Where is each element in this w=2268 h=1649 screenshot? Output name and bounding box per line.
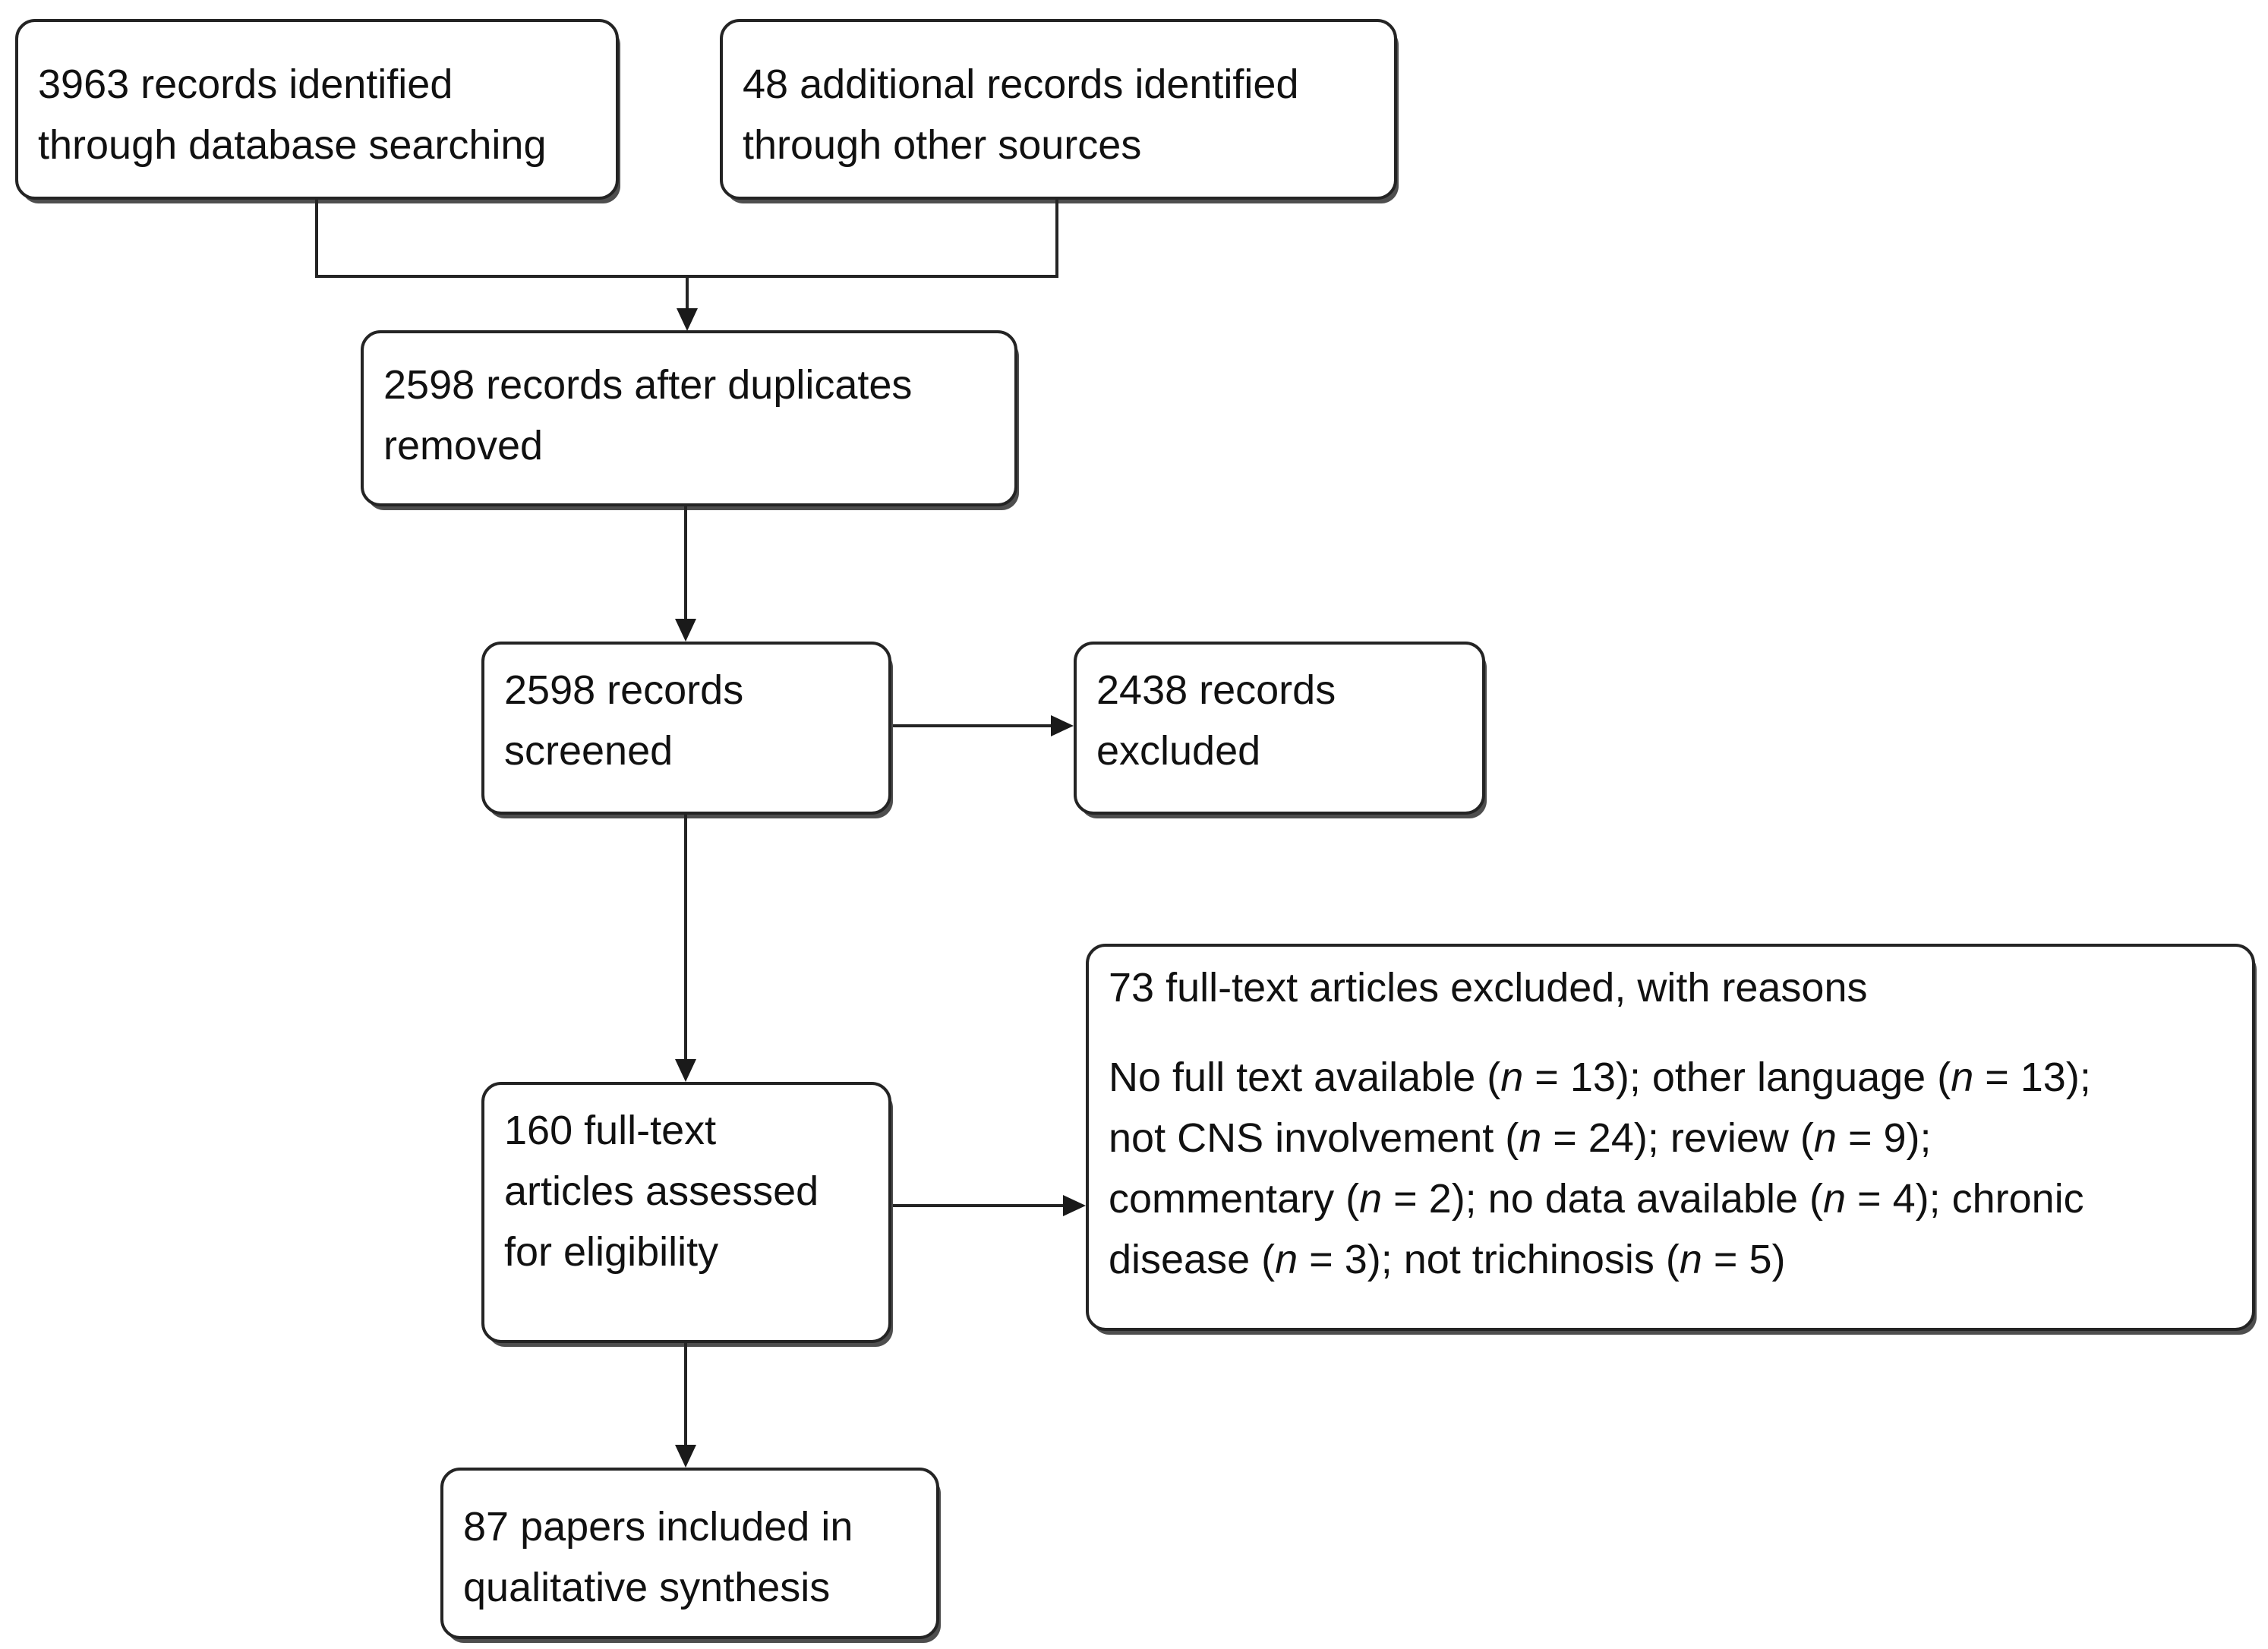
flow-box-records-identified-database: 3963 records identified through database… — [15, 19, 619, 200]
connector-to-duplicates-box — [686, 275, 689, 310]
exclusion-reason-line: commentary (n = 2); no data available (n… — [1109, 1176, 2084, 1222]
connector-from-database-box — [315, 198, 318, 278]
box-text-line: 3963 records identified — [38, 61, 453, 107]
arrowhead-right-icon — [1051, 715, 1074, 736]
connector-to-assessed-box — [684, 813, 687, 1061]
box-text-line: 2598 records — [504, 667, 744, 713]
connector-to-screened-box — [684, 505, 687, 620]
box-text-line: through other sources — [743, 122, 1142, 168]
exclusion-reason-line: disease (n = 3); not trichinosis (n = 5) — [1109, 1237, 1786, 1282]
arrowhead-down-icon — [675, 1059, 696, 1082]
arrowhead-down-icon — [677, 308, 698, 331]
box-text-line: qualitative synthesis — [463, 1565, 831, 1610]
connector-from-other-sources-box — [1055, 198, 1058, 278]
exclusion-reasons-title: 73 full-text articles excluded, with rea… — [1109, 965, 1868, 1011]
connector-to-exclusion-reasons-box — [893, 1204, 1065, 1207]
exclusion-reason-line: not CNS involvement (n = 24); review (n … — [1109, 1115, 1932, 1161]
connector-to-included-box — [684, 1342, 687, 1446]
box-text-line: articles assessed — [504, 1168, 819, 1214]
box-text-line: 2598 records after duplicates — [383, 362, 913, 408]
box-text-line: removed — [383, 423, 544, 468]
box-text-line: 48 additional records identified — [743, 61, 1299, 107]
flow-box-records-after-duplicates: 2598 records after duplicates removed — [361, 330, 1017, 506]
connector-to-excluded-box — [893, 724, 1052, 727]
arrowhead-down-icon — [675, 619, 696, 642]
flow-box-papers-included: 87 papers included in qualitative synthe… — [440, 1468, 939, 1639]
arrowhead-down-icon — [675, 1445, 696, 1468]
flow-box-fulltext-excluded-reasons: 73 full-text articles excluded, with rea… — [1086, 944, 2255, 1331]
flow-box-records-screened: 2598 records screened — [481, 642, 891, 815]
box-text-line: 2438 records — [1096, 667, 1336, 713]
box-text-line: for eligibility — [504, 1229, 719, 1275]
box-text-line: screened — [504, 728, 673, 774]
exclusion-reason-line: No full text available (n = 13); other l… — [1109, 1055, 2091, 1100]
flow-box-fulltext-assessed: 160 full-text articles assessed for elig… — [481, 1082, 891, 1343]
box-text-line: excluded — [1096, 728, 1261, 774]
box-text-line: 160 full-text — [504, 1108, 717, 1153]
box-text-line: through database searching — [38, 122, 547, 168]
flow-box-records-identified-other: 48 additional records identified through… — [720, 19, 1397, 200]
arrowhead-right-icon — [1063, 1195, 1086, 1216]
box-text-line: 87 papers included in — [463, 1504, 853, 1550]
flow-box-records-excluded: 2438 records excluded — [1074, 642, 1485, 815]
